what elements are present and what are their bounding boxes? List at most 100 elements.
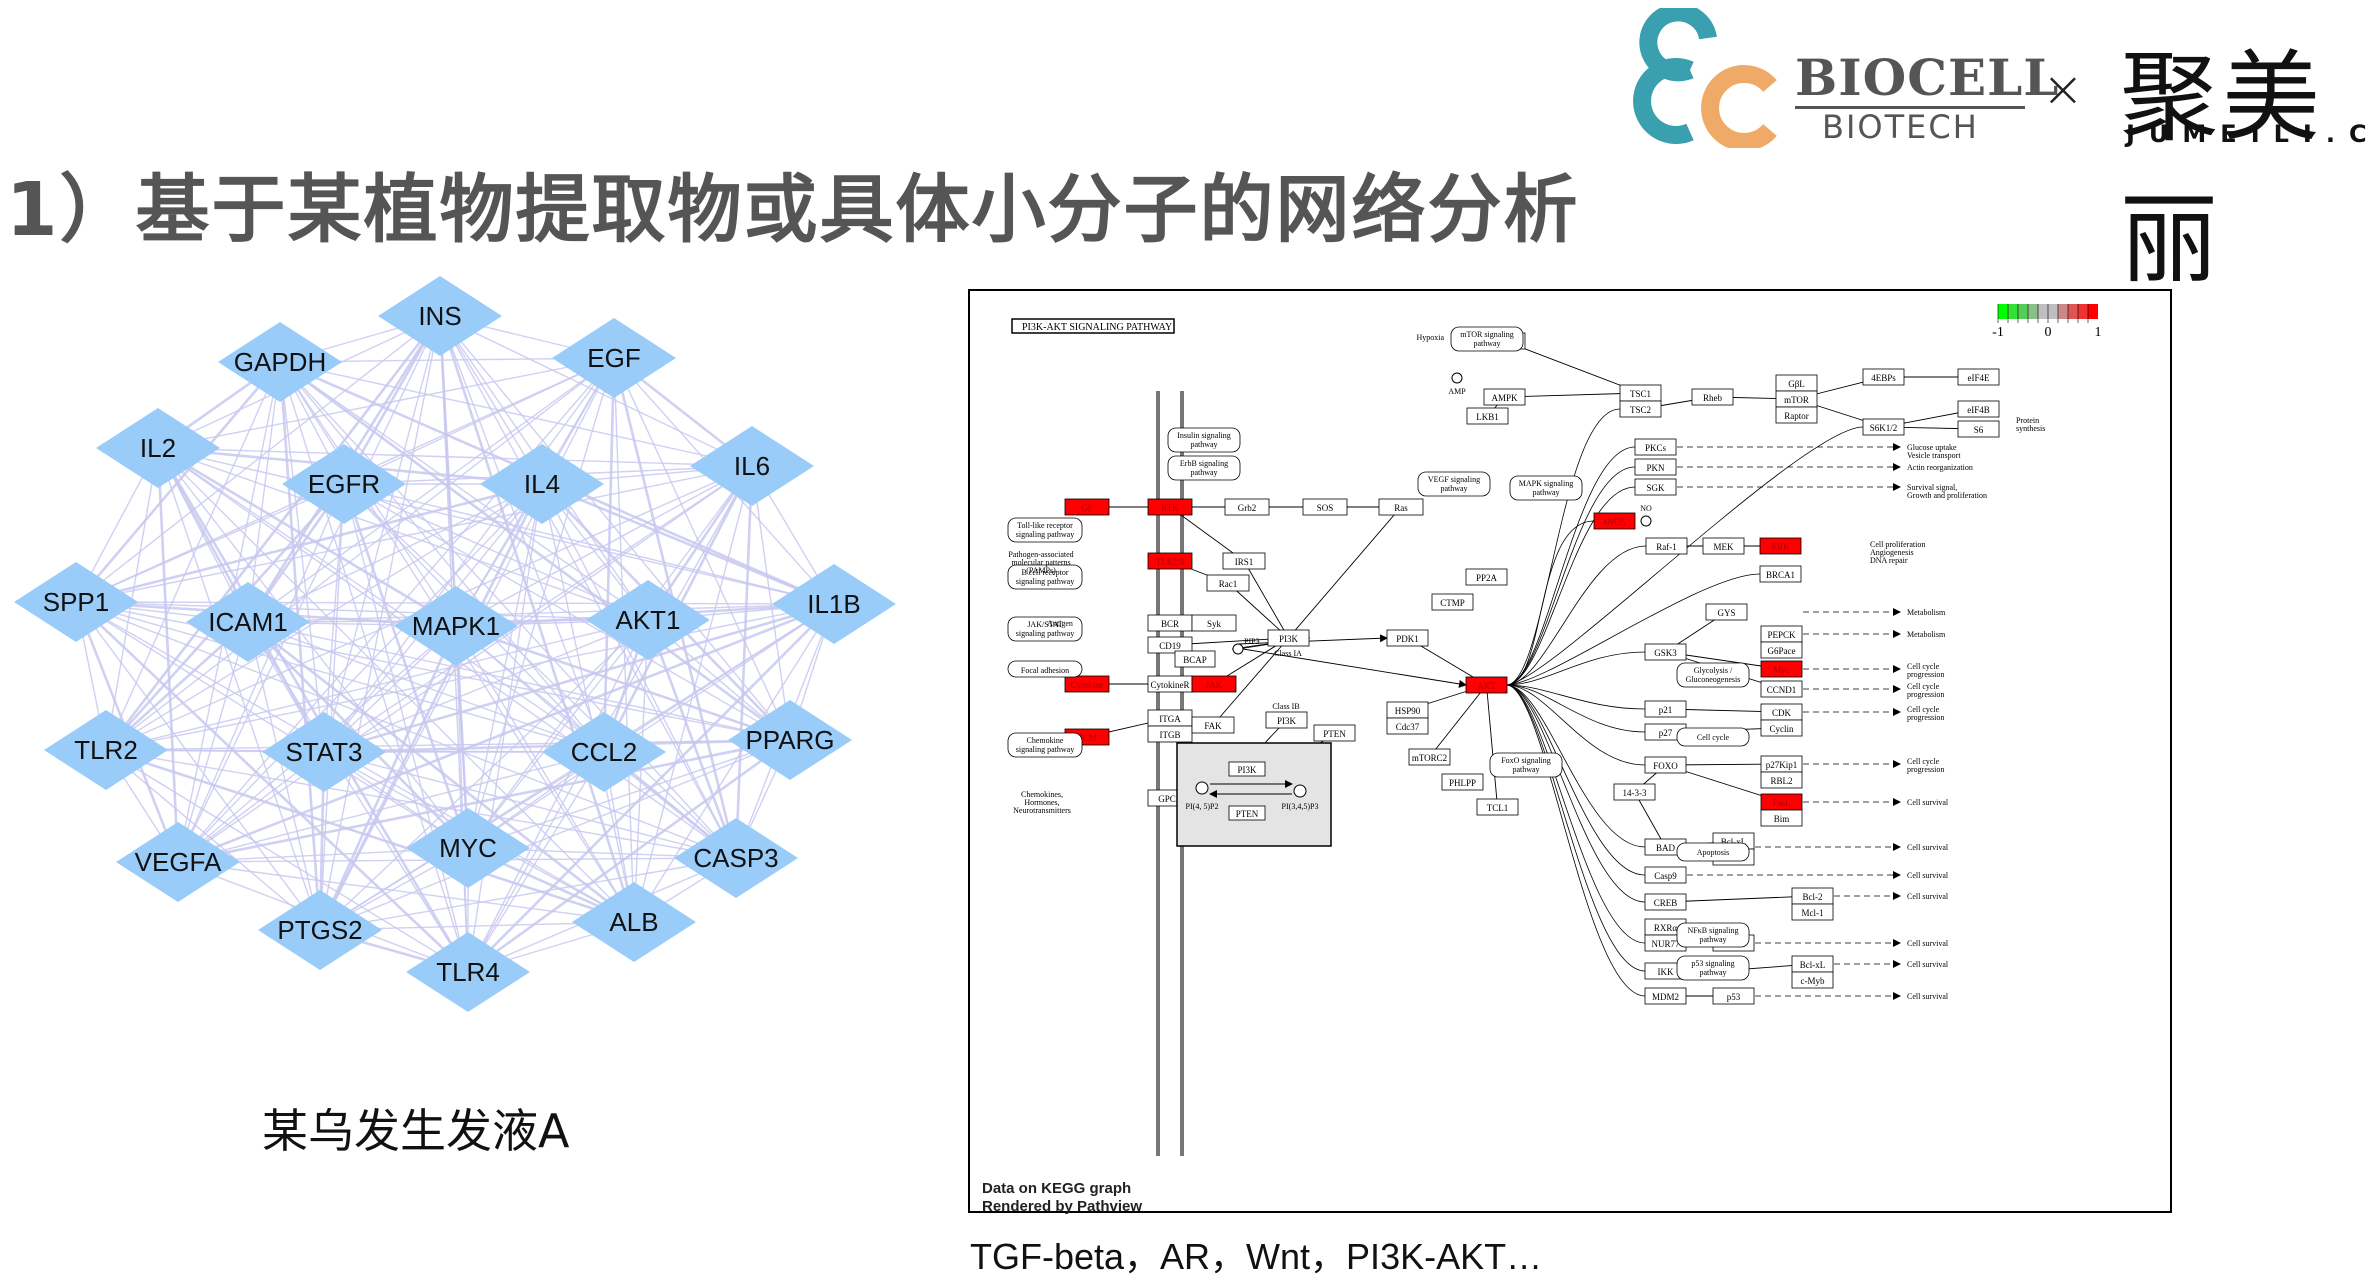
gene-node[interactable]: SOS — [1302, 498, 1348, 516]
gene-node[interactable]: eIF4E — [1957, 368, 2000, 386]
gene-node[interactable]: CDK — [1760, 703, 1803, 721]
network-node[interactable]: IL4 — [480, 444, 604, 524]
gene-node[interactable]: AKT — [1465, 676, 1508, 694]
gene-node[interactable]: Casp9 — [1644, 866, 1687, 884]
gene-node[interactable]: Cdc37 — [1386, 717, 1429, 735]
pathway-link-cellcycle[interactable]: Cell cycle — [1676, 727, 1750, 747]
gene-node[interactable]: CytokineR — [1147, 675, 1193, 693]
gene-node[interactable]: PI3K — [1265, 711, 1308, 729]
network-node[interactable]: CCL2 — [542, 712, 666, 792]
gene-node[interactable]: JAK — [1191, 675, 1237, 693]
gene-node[interactable]: Syk — [1191, 614, 1237, 632]
network-node[interactable]: STAT3 — [262, 712, 386, 792]
gene-node[interactable]: IRS1 — [1222, 552, 1266, 570]
gene-node[interactable]: PHLPP — [1441, 773, 1484, 791]
gene-node[interactable]: GF — [1064, 498, 1110, 516]
network-node[interactable]: MAPK1 — [394, 586, 518, 666]
network-node[interactable]: CASP3 — [674, 818, 798, 898]
gene-node[interactable]: PKCs — [1634, 438, 1677, 456]
gene-node[interactable]: CCND1 — [1760, 680, 1803, 698]
gene-node[interactable]: Cyclin — [1760, 719, 1803, 737]
network-node[interactable]: ALB — [572, 882, 696, 962]
gene-node[interactable]: Grb2 — [1224, 498, 1270, 516]
network-node[interactable]: SPP1 — [14, 562, 138, 642]
gene-node[interactable]: TSC1 — [1619, 384, 1662, 402]
network-node[interactable]: PPARG — [728, 700, 852, 780]
gene-node[interactable]: 14-3-3 — [1613, 783, 1656, 801]
network-node[interactable]: IL6 — [690, 426, 814, 506]
gene-node[interactable]: Raptor — [1775, 406, 1818, 424]
gene-node[interactable]: Bcl-2 — [1791, 887, 1834, 905]
gene-node[interactable]: mTORC2 — [1408, 748, 1451, 766]
gene-node[interactable]: PDK1 — [1386, 629, 1429, 647]
network-node[interactable]: TLR4 — [406, 932, 530, 1012]
gene-node[interactable]: TCL1 — [1476, 798, 1519, 816]
gene-node[interactable]: TSC2 — [1619, 400, 1662, 418]
gene-node[interactable]: FOXO — [1644, 756, 1687, 774]
gene-node[interactable]: eIF4B — [1957, 400, 2000, 418]
gene-node[interactable]: Ras — [1378, 498, 1424, 516]
gene-node[interactable]: p53 — [1712, 987, 1755, 1005]
gene-node[interactable]: PKN — [1634, 458, 1677, 476]
gene-node[interactable]: FAK — [1191, 716, 1235, 734]
gene-node[interactable]: Mcl-1 — [1791, 903, 1834, 921]
network-node[interactable]: TLR2 — [44, 710, 168, 790]
gene-node[interactable]: TLR2/4 — [1147, 552, 1193, 570]
network-node[interactable]: IL2 — [96, 408, 220, 488]
gene-node[interactable]: ITGA — [1147, 709, 1193, 727]
gene-node[interactable]: mTOR — [1775, 390, 1818, 408]
gene-node[interactable]: CREB — [1644, 893, 1687, 911]
gene-node[interactable]: BRCA1 — [1759, 565, 1802, 583]
gene-node[interactable]: GYS — [1705, 603, 1748, 621]
pathway-link-apoptosis[interactable]: Apoptosis — [1676, 842, 1750, 862]
gene-node[interactable]: PEPCK — [1760, 625, 1803, 643]
network-node[interactable]: ICAM1 — [186, 582, 310, 662]
gene-node[interactable]: Rac1 — [1206, 574, 1250, 592]
gene-node[interactable]: S6 — [1957, 420, 2000, 438]
gene-node[interactable]: Rheb — [1691, 388, 1734, 406]
network-node[interactable]: INS — [378, 276, 502, 356]
gene-node[interactable]: Cytokine — [1064, 675, 1110, 693]
gene-node[interactable]: PTEN — [1313, 724, 1356, 742]
gene-node[interactable]: PP2A — [1465, 568, 1508, 586]
gene-node[interactable]: GSK3 — [1644, 643, 1687, 661]
network-node[interactable]: AKT1 — [586, 580, 710, 660]
gene-node[interactable]: MEK — [1702, 537, 1745, 555]
gene-node[interactable]: S6K1/2 — [1862, 418, 1905, 436]
gene-node[interactable]: BCR — [1147, 614, 1193, 632]
gene-node[interactable]: ITGB — [1147, 725, 1193, 743]
gene-node[interactable]: Bcl-xL — [1791, 955, 1834, 973]
gene-node[interactable]: HSP90 — [1386, 701, 1429, 719]
gene-node[interactable]: CD19 — [1147, 636, 1193, 654]
gene-node[interactable]: PI3K — [1267, 629, 1310, 647]
gene-node[interactable]: GβL — [1775, 374, 1818, 392]
gene-node[interactable]: LKB1 — [1466, 407, 1509, 425]
gene-node[interactable]: RTK — [1147, 498, 1193, 516]
pathway-link-glyco[interactable]: Glycolysis /Gluconeogenesis — [1676, 662, 1750, 688]
gene-node[interactable]: AMPK — [1483, 388, 1526, 406]
network-node[interactable]: EGF — [552, 318, 676, 398]
gene-node[interactable]: Raf-1 — [1645, 537, 1688, 555]
network-node[interactable]: IL1B — [772, 564, 896, 644]
pathway-link-focal[interactable]: Focal adhesion — [1007, 660, 1083, 678]
gene-node[interactable]: RBL2 — [1760, 771, 1803, 789]
network-node[interactable]: MYC — [406, 808, 530, 888]
gene-node[interactable]: Myc — [1760, 660, 1803, 678]
network-node[interactable]: VEGFA — [116, 822, 240, 902]
gene-node[interactable]: SGK — [1634, 478, 1677, 496]
gene-node[interactable]: MDM2 — [1644, 987, 1687, 1005]
gene-node[interactable]: CTMP — [1431, 593, 1474, 611]
gene-node[interactable]: ERK — [1759, 537, 1802, 555]
gene-node[interactable]: 4EBPs — [1862, 368, 1905, 386]
gene-node[interactable]: p27Kip1 — [1760, 755, 1803, 773]
